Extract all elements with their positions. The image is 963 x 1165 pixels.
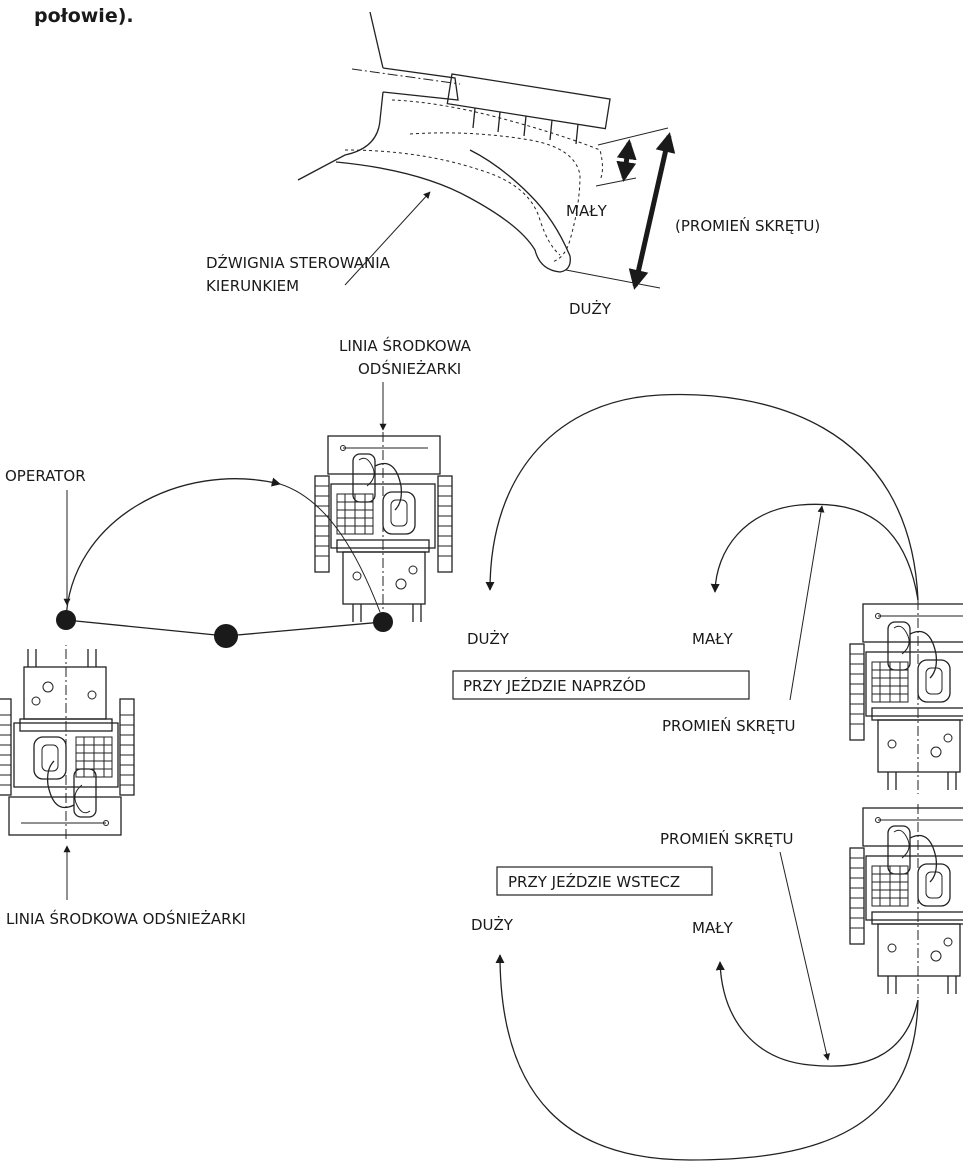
lever-large-label: DUŻY (569, 299, 612, 318)
centerline-label-line2: ODŚNIEŻARKI (358, 359, 461, 378)
snowblower-top-view-reversed (0, 645, 134, 839)
reverse-large-label: DUŻY (471, 915, 514, 934)
forward-turn-radius-label: PROMIEŃ SKRĘTU (662, 716, 796, 735)
operator-label: OPERATOR (5, 467, 86, 485)
steering-lever-illustration (298, 12, 669, 288)
snowblower-forward-right (850, 600, 963, 794)
lever-turn-radius-label: (PROMIEŃ SKRĘTU) (675, 216, 820, 235)
lever-label-line2: KIERUNKIEM (206, 277, 299, 295)
reverse-box-label: PRZY JEŹDZIE WSTECZ (508, 872, 680, 891)
position-dot-middle (214, 624, 238, 648)
snowblower-reverse-right (850, 804, 963, 998)
title-fragment: połowie). (34, 5, 134, 27)
position-dot-start (56, 610, 76, 630)
lever-small-label: MAŁY (566, 202, 608, 220)
forward-small-label: MAŁY (692, 630, 734, 648)
centerline-bottom-label: LINIA ŚRODKOWA ODŚNIEŻARKI (6, 909, 246, 928)
reverse-turn-radius-label: PROMIEŃ SKRĘTU (660, 829, 794, 848)
lever-label-line1: DŹWIGNIA STEROWANIA (206, 253, 391, 272)
reverse-small-label: MAŁY (692, 919, 734, 937)
forward-box-label: PRZY JEŹDZIE NAPRZÓD (463, 676, 646, 695)
centerline-label-line1: LINIA ŚRODKOWA (339, 336, 472, 355)
snowblower-top-view-forward (315, 432, 452, 626)
turn-path-arc (66, 479, 280, 620)
forward-large-label: DUŻY (467, 629, 510, 648)
position-dot-end (373, 612, 393, 632)
